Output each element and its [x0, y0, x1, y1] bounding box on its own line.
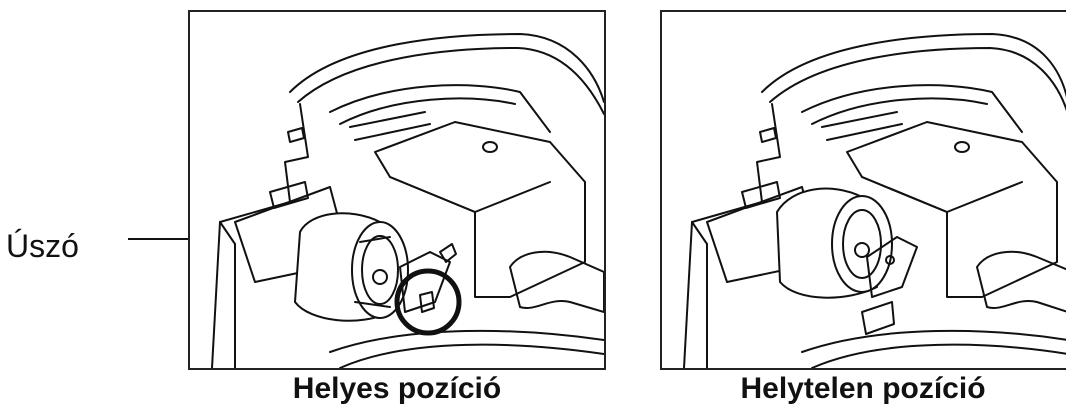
- correct-position-caption: Helyes pozíció: [292, 372, 502, 405]
- incorrect-position-caption: Helytelen pozíció: [740, 372, 986, 405]
- float-callout-label: Úszó: [6, 228, 79, 264]
- correct-position-illustration: [188, 10, 606, 370]
- incorrect-position-illustration: [660, 10, 1066, 370]
